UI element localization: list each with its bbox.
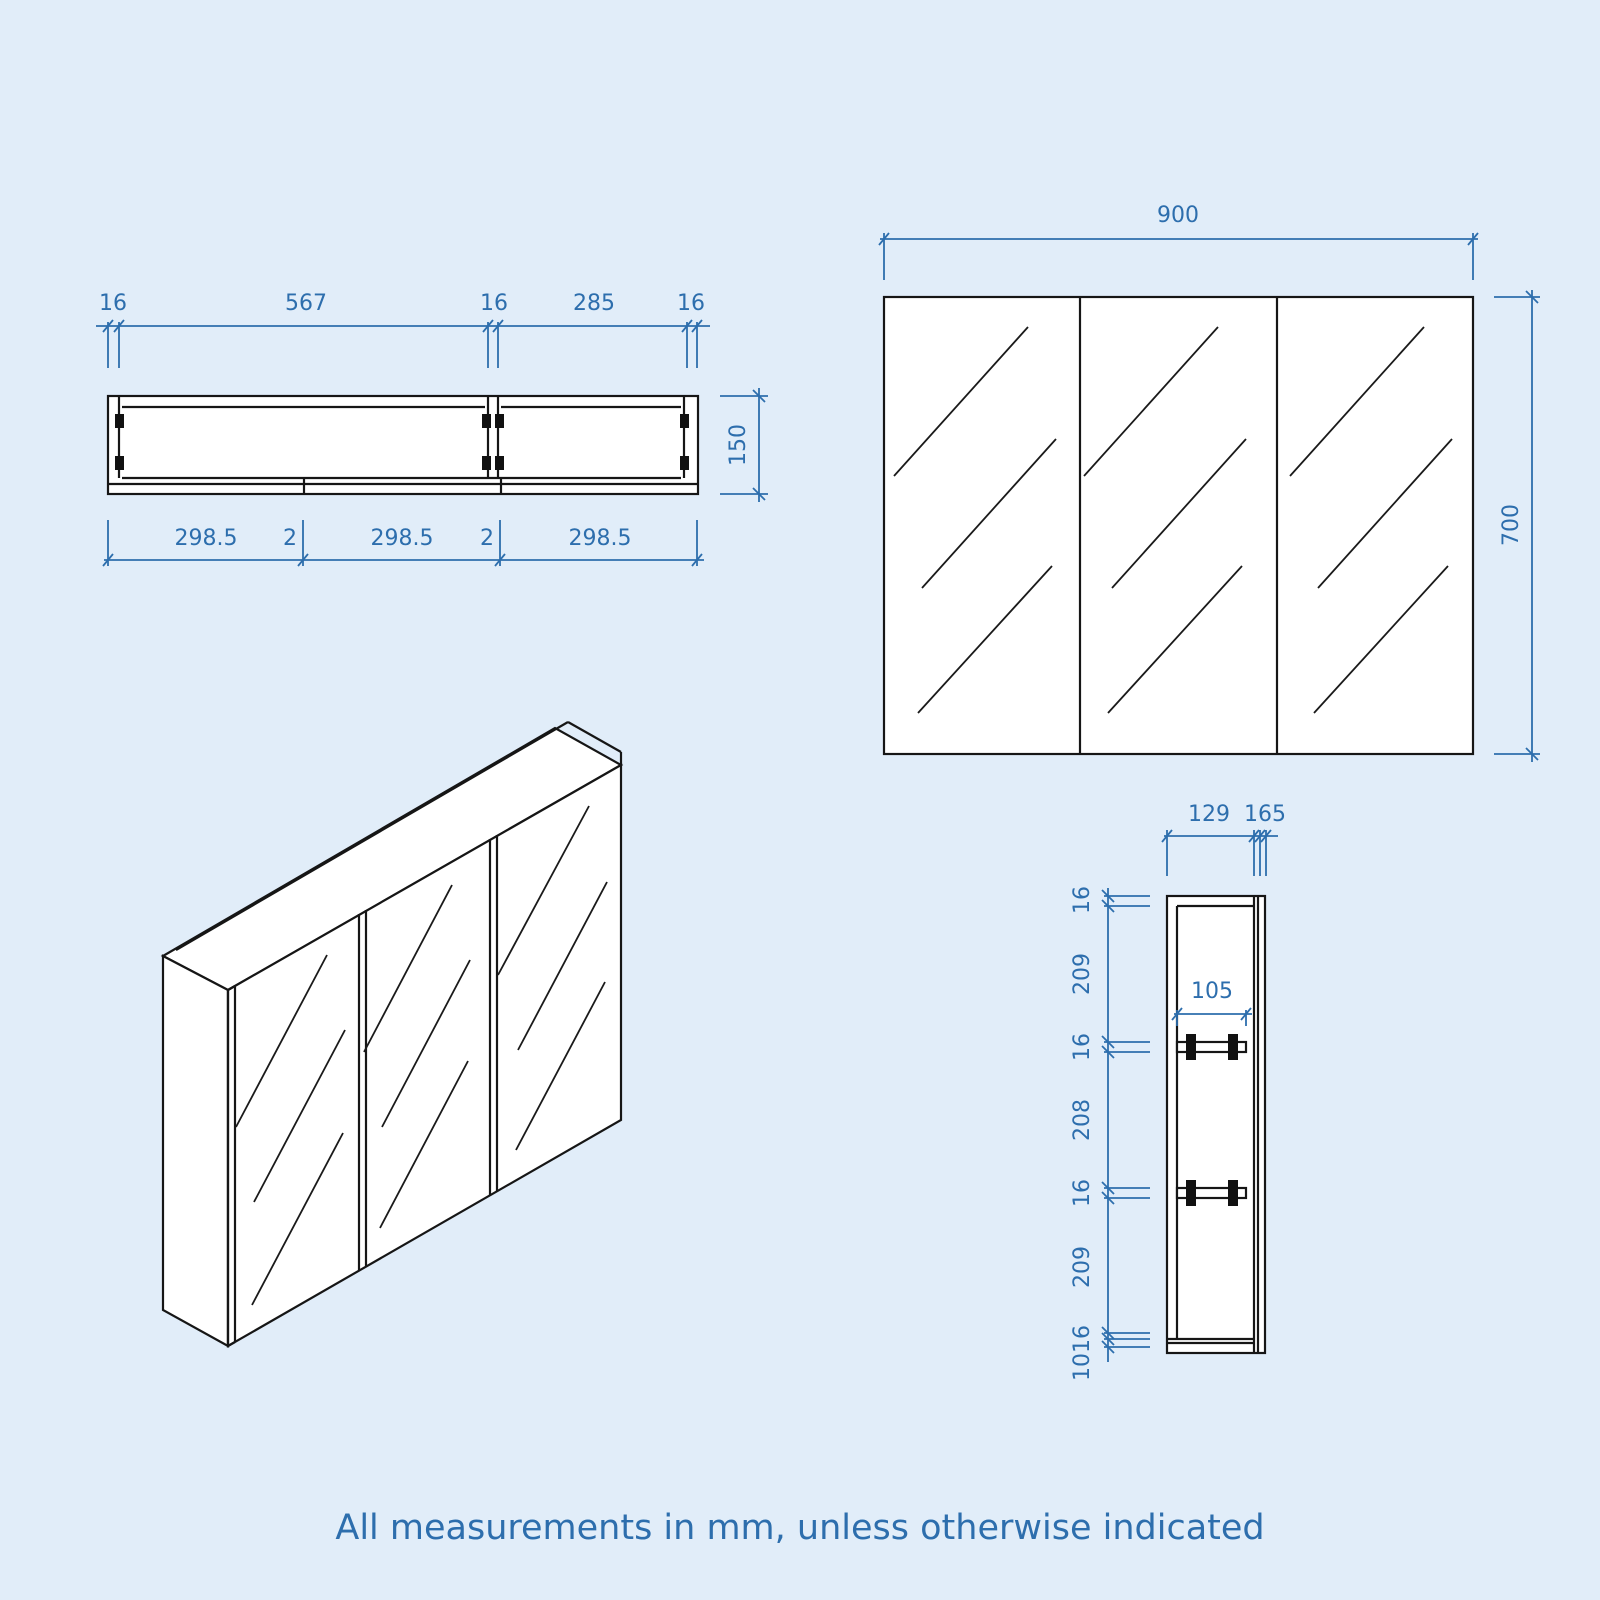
dim-top-2: 567: [285, 291, 327, 316]
front-view-height-dimension: 700: [1494, 290, 1540, 762]
dim-side-h-6: 209: [1070, 1246, 1095, 1288]
dim-top-4: 285: [573, 291, 615, 316]
top-view: 16 567 16 285 16 298.5 2 298.5 2 298.5: [96, 291, 768, 567]
isometric-view: [160, 721, 624, 1348]
dim-side-h-2: 209: [1070, 953, 1095, 995]
side-view-height-dimensions: 16 209 16 208 16 209 1016: [1070, 886, 1150, 1381]
dim-door-2: 298.5: [371, 526, 434, 551]
dim-door-1: 298.5: [175, 526, 238, 551]
dim-side-h-5: 16: [1070, 1179, 1095, 1207]
dim-depth: 150: [726, 424, 751, 466]
dim-gap-1: 2: [283, 526, 297, 551]
front-view-width-dimension: 900: [878, 203, 1479, 280]
side-view-depth-dimensions: 129 165: [1161, 802, 1286, 876]
top-view-door-dimensions: 298.5 2 298.5 2 298.5: [102, 520, 704, 567]
front-view-cabinet: [882, 295, 1475, 756]
side-view: 129 165 105: [1070, 802, 1286, 1381]
side-view-cabinet: [1165, 894, 1267, 1355]
dim-side-1: 129: [1188, 802, 1230, 827]
dim-top-3: 16: [480, 291, 508, 316]
dim-side-h-4: 208: [1070, 1099, 1095, 1141]
dim-shelf: 105: [1191, 979, 1233, 1004]
dim-height: 700: [1499, 504, 1524, 546]
hinge-icon: [115, 414, 689, 470]
dim-side-h-7: 1016: [1070, 1325, 1095, 1381]
dim-door-3: 298.5: [569, 526, 632, 551]
top-view-width-dimensions: 16 567 16 285 16: [96, 291, 710, 368]
dim-top-1: 16: [99, 291, 127, 316]
dim-top-5: 16: [677, 291, 705, 316]
shelf-bracket-icon: [1186, 1034, 1238, 1206]
mirror-reflection-icon: [893, 326, 1453, 714]
top-view-depth-dimension: 150: [720, 388, 768, 502]
dim-side-2: 165: [1244, 802, 1286, 827]
top-view-cabinet: [106, 394, 700, 496]
dim-gap-2: 2: [480, 526, 494, 551]
measurement-note: All measurements in mm, unless otherwise…: [335, 1508, 1265, 1548]
dim-width: 900: [1157, 203, 1199, 228]
iso-mirror-reflection-icon: [235, 805, 608, 1306]
dim-side-h-3: 16: [1070, 1033, 1095, 1061]
dim-side-h-1: 16: [1070, 886, 1095, 914]
front-view: 900 700: [878, 203, 1540, 762]
side-view-shelf-dimension: 105: [1171, 979, 1252, 1026]
